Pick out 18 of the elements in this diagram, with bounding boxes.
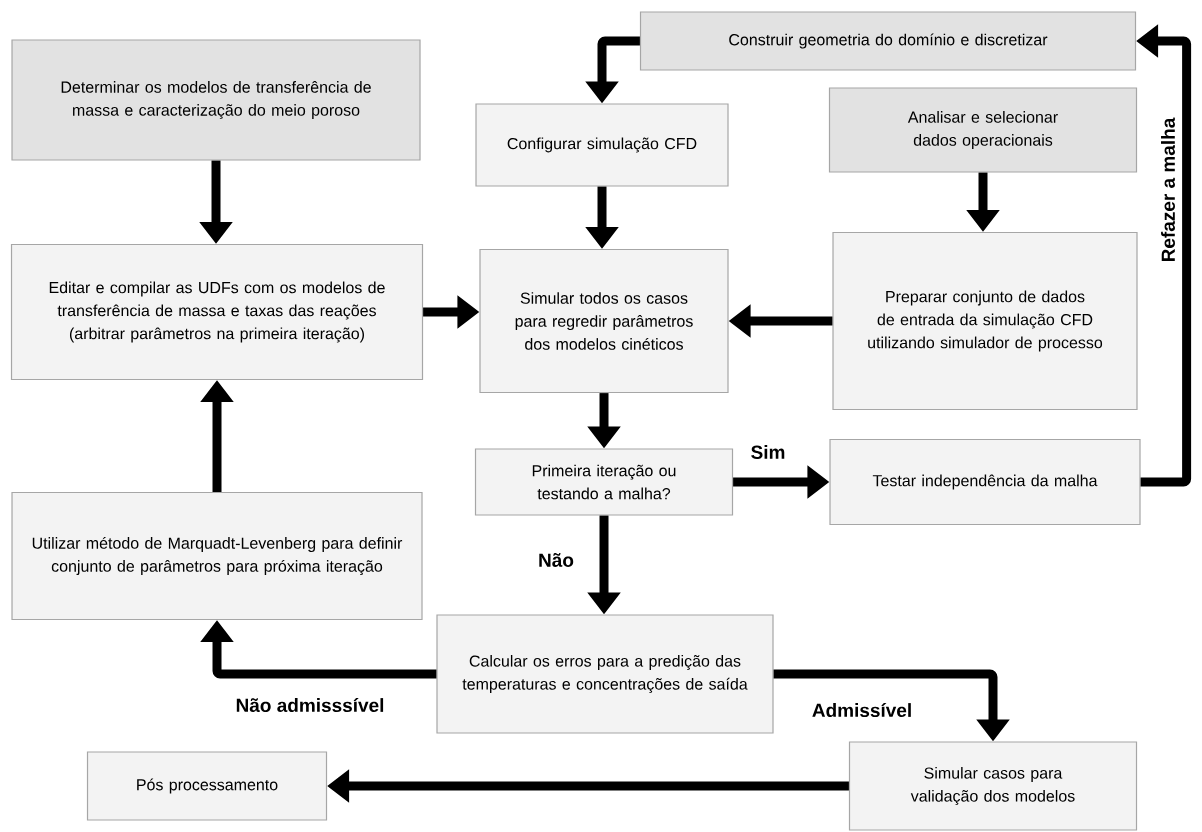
process-box: Primeira iteração ou testando a malha? [474, 448, 734, 516]
process-box: Calcular os erros para a predição das temperaturas e concentrações de saída [436, 614, 774, 734]
process-box: Pós processamento [86, 751, 328, 821]
process-box: Testar independência da malha [829, 438, 1141, 526]
process-box: Simular todos os casos para regredir parâmetros dos modelos cinéticos [479, 248, 729, 394]
process-box: Determinar os modelos de transferência de massa e caracterização do meio poroso [11, 39, 421, 161]
process-box: Editar e compilar as UDFs com os modelos de transferência de massa e taxas das reações (arbitrar parâmetros na primeira iteração) [10, 243, 424, 381]
process-box: Analisar e selecionar dados operacionais [828, 87, 1138, 173]
process-box: Utilizar método de Marquadt-Levenberg para definir conjunto de parâmetros para próxima iteração [11, 491, 423, 621]
process-box: Simular casos para validação dos modelos [848, 741, 1138, 831]
process-box: Construir geometria do domínio e discretizar [639, 11, 1137, 71]
edge-label: Refazer a malha [1161, 117, 1175, 262]
process-box: Configurar simulação CFD [475, 103, 729, 187]
edge-label: Admissível [812, 702, 911, 718]
edge-label: Sim [751, 445, 785, 459]
process-box: Preparar conjunto de dados de entrada da simulação CFD utilizando simulador de processo [832, 231, 1138, 411]
edge-label: Não admisssível [236, 697, 384, 713]
edge-label: Não [539, 553, 574, 567]
